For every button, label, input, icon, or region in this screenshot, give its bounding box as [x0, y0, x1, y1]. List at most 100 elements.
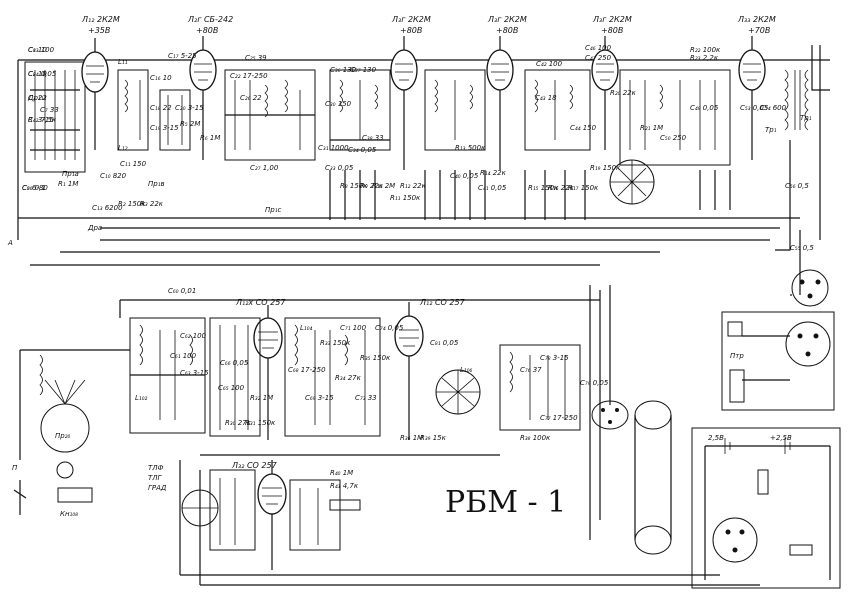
tube-7 [253, 305, 283, 440]
component-label: С₇₉ 0,05 [580, 379, 609, 387]
component-label: R₁₉ 150к [590, 164, 621, 172]
component-label: С₄₀ 0,05 [450, 172, 479, 180]
component-label: L₁₀₄ [300, 324, 313, 332]
component-label: С₃₇ 130 [350, 66, 377, 74]
tube-3-ref: Л₃г 2К2М [391, 15, 431, 24]
component-label: R₄₁ 4,7к [330, 482, 359, 490]
component-label: R₂₁ 1М [640, 124, 663, 132]
tube-9-ref: Л₃₂ СО 257 [231, 461, 278, 470]
tube-5 [591, 36, 619, 150]
tube-5-ref: Л₃г 2К2М [592, 15, 632, 24]
component-label: Пр₁с [265, 206, 282, 214]
component-label: С₄ 3-15 [28, 116, 54, 124]
bottom-switch [181, 489, 219, 527]
lower-verticals [589, 285, 611, 540]
input-bus [30, 89, 80, 151]
component-label: R₁₂ 22к [400, 182, 427, 190]
component-label: С₁₇ 5-25 [168, 52, 197, 60]
component-label: С₈₁ 0,05 [430, 339, 459, 347]
component-label: R₃₆ 1М [400, 434, 423, 442]
component-label: С₁₈ 22 [150, 104, 172, 112]
lower-rail-1 [119, 299, 600, 318]
power-box [691, 427, 841, 589]
component-label: R₂ 150к [118, 200, 146, 208]
component-label: R₃₅ 150к [360, 354, 391, 362]
label-ptr: Птр [730, 352, 744, 360]
component-label: С₃₄ 0,05 [348, 146, 377, 154]
tube-4-voltage: +80В [496, 26, 518, 35]
tube-2-voltage: +80В [196, 26, 218, 35]
component-label: С₆₉ 3-15 [305, 394, 334, 402]
component-label: R₃₉ 15к [420, 434, 447, 442]
component-label: С₁₀ 820 [100, 172, 127, 180]
component-label: R₁₁ 150к [390, 194, 421, 202]
tube-6-voltage: +70В [748, 26, 770, 35]
component-label: R₄₀ 1М [330, 469, 353, 477]
connector-box-right [721, 311, 835, 411]
stage-4-components [329, 69, 391, 220]
stage-5-components [424, 69, 486, 220]
component-label: С₇₄ 0,05 [375, 324, 404, 332]
component-label: С₁ 10 [28, 46, 47, 54]
component-label: L₁₂ [118, 144, 128, 152]
label-battery: 2,5В [708, 434, 724, 442]
component-label: С₃₀ 150 [325, 100, 352, 108]
component-label: С₂₅ 39 [245, 54, 267, 62]
component-label: R₈ 150к [340, 182, 368, 190]
component-label: L₁₀₆ [460, 366, 473, 374]
component-label: С₅₅ 0,5 [790, 244, 814, 252]
component-label: С₄₁ 0,05 [478, 184, 507, 192]
diagram-title: РБМ - 1 [445, 485, 566, 520]
lower-stage-5 [209, 469, 361, 551]
component-label: R₁₇ 150к [568, 184, 599, 192]
component-label: С₅ 6-80 [22, 184, 48, 192]
component-label: R₃₁ 150к [245, 419, 276, 427]
lower-stage-3 [284, 317, 381, 437]
label-tlg: ТЛГ [148, 474, 163, 482]
component-label: С₇₆ 37 [520, 366, 542, 374]
component-label: С₁₉ 3-15 [150, 124, 179, 132]
tube-7-ref: Л₁₂х СО 257 [235, 298, 286, 307]
stage-6-components [524, 69, 591, 220]
component-label: R₁₆ 22к [548, 184, 575, 192]
component-label: С₃₃ 0,05 [325, 164, 354, 172]
tube-1 [81, 38, 109, 150]
component-label: R₂₃ 2,2к [690, 54, 719, 62]
component-label: С₃₈ 33 [362, 134, 384, 142]
middle-connector-1 [591, 400, 629, 430]
label-kn: Кн₁₀₈ [60, 510, 78, 518]
component-label: R₁₄ 22к [480, 169, 507, 177]
label-tlf: ТЛФ [148, 464, 164, 472]
component-label: R₂₀ 22к [610, 89, 637, 97]
component-label: С₂ 10 [28, 70, 47, 78]
component-label: С₅₃ 0,05 [740, 104, 769, 112]
component-label: С₂₆ 22 [240, 94, 262, 102]
component-label: С₅₄ 600 [760, 104, 787, 112]
component-label: С₁₃ 6200 [92, 204, 123, 212]
component-label: Тр₁ [765, 126, 777, 134]
component-label: С₃₁ 1000 [318, 144, 349, 152]
label-p: П [12, 464, 18, 472]
tube-9 [257, 460, 287, 570]
component-label: С₃ 22 [28, 94, 47, 102]
component-label: С₄₂ 100 [536, 60, 563, 68]
middle-connector-2 [634, 400, 672, 555]
stage-3-components [224, 69, 316, 161]
component-label: С₅₀ 250 [660, 134, 687, 142]
lower-switch [435, 369, 481, 415]
component-label: R₁₅ 150к [528, 184, 559, 192]
input-caps [34, 70, 76, 160]
tube-8-ref: Л₁₂ СО 257 [419, 298, 466, 307]
lower-stage-2 [209, 317, 261, 437]
component-label: С₆₅ 100 [218, 384, 245, 392]
component-label: R₉ 22к [360, 182, 384, 190]
component-label: R₁ 1М [58, 180, 78, 188]
component-label: С₂₇ 1,00 [250, 164, 279, 172]
label-battery-2: +2,5В [770, 434, 792, 442]
stage-7-components [619, 69, 731, 210]
component-label: С₁₁ 150 [120, 160, 147, 168]
tube-3 [390, 36, 418, 170]
component-label: С₇₁ 100 [340, 324, 367, 332]
tube-2 [189, 36, 217, 160]
component-label: R₅ 2М [180, 120, 200, 128]
